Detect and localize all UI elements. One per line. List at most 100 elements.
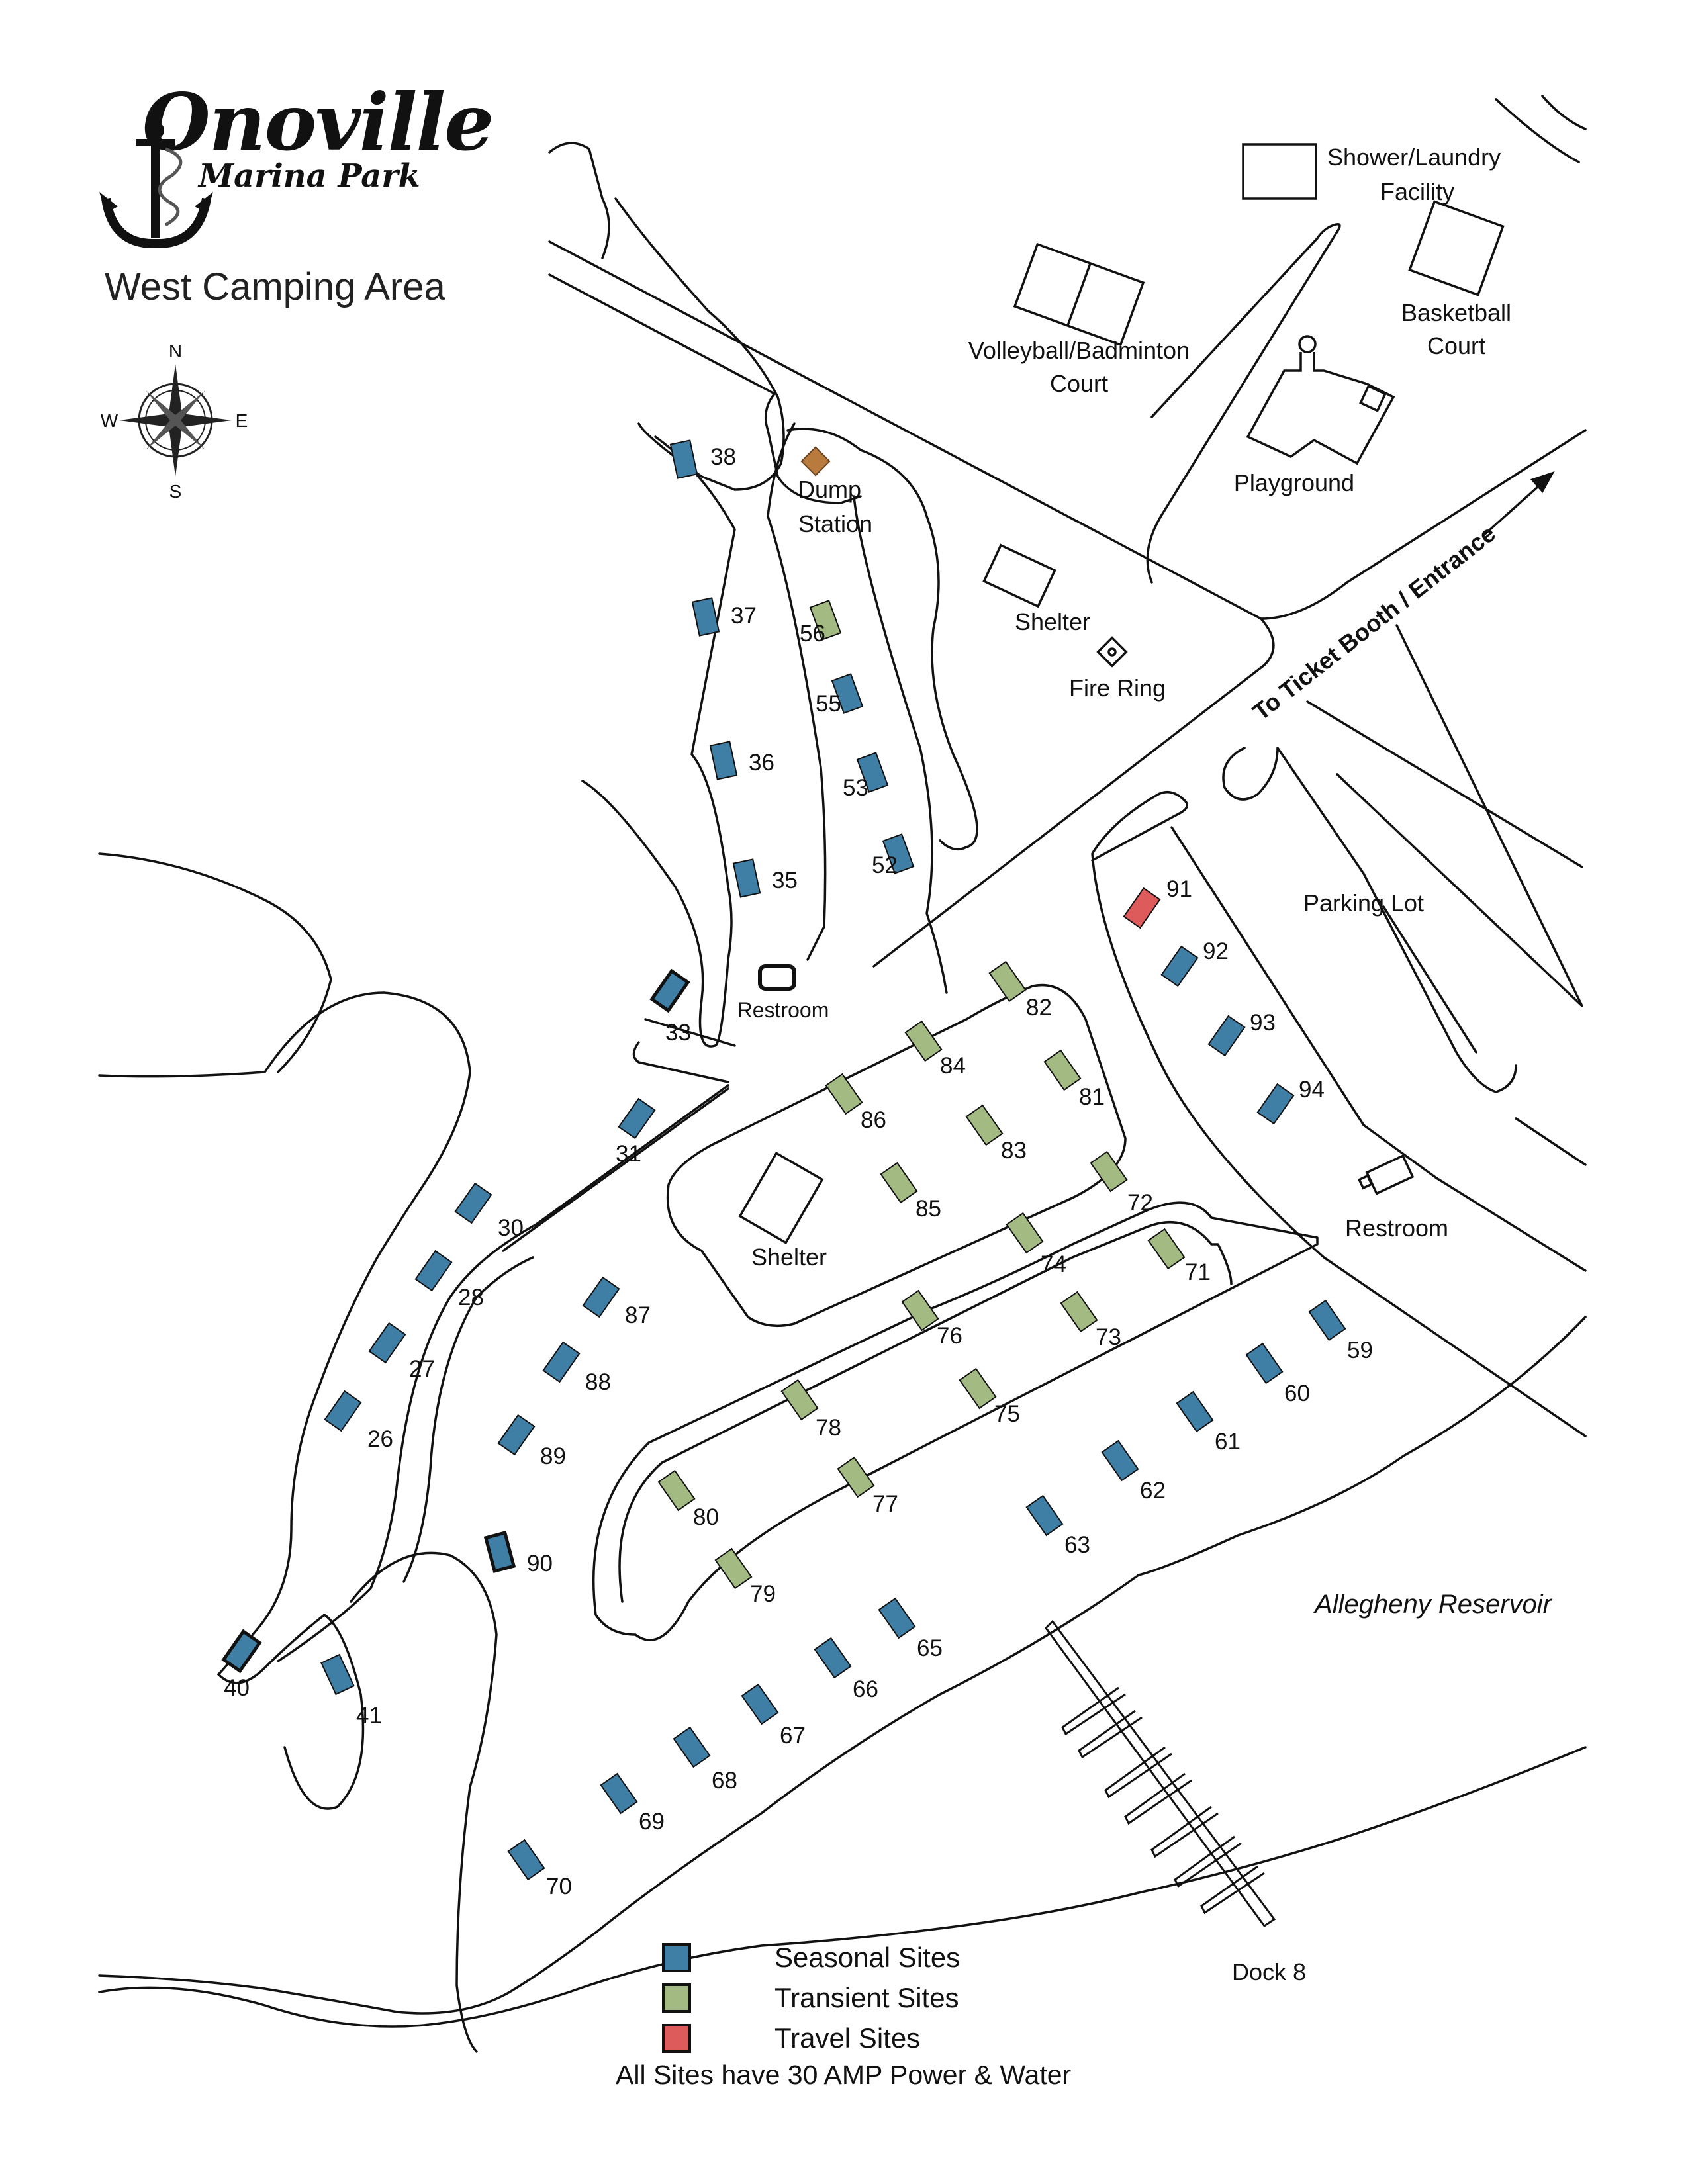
playground-label: Playground [1234,469,1354,496]
campsite-35 [732,858,761,898]
campsite-label-66: 66 [853,1676,878,1702]
legend-swatch-transient [662,1983,691,2013]
terrain-line [1541,95,1587,130]
terrain-line [614,197,785,491]
campsite-59 [1308,1299,1346,1342]
campsite-77 [837,1456,875,1498]
entrance-label: To Ticket Booth / Entrance [1248,520,1501,725]
restroom-east-icon [1358,1154,1415,1195]
shelter-north [982,543,1056,608]
fire-ring-label: Fire Ring [1069,674,1166,702]
campsite-label-82: 82 [1026,995,1052,1021]
shelter-central-label: Shelter [751,1244,827,1271]
campsite-label-90: 90 [527,1551,553,1576]
campsite-label-87: 87 [625,1302,651,1328]
campsite-label-94: 94 [1299,1077,1325,1103]
campsite-label-52: 52 [872,852,898,878]
shower-label-2: Facility [1380,178,1454,205]
campsite-53 [856,752,889,793]
campsite-79 [714,1547,753,1590]
campsite-label-70: 70 [546,1874,572,1899]
campsite-37 [691,597,720,637]
campsite-82 [988,960,1027,1003]
campsite-label-26: 26 [367,1426,393,1452]
campsite-label-89: 89 [540,1443,566,1469]
campsite-label-33: 33 [665,1020,691,1046]
entrance-road [1260,429,1587,620]
reservoir-label: Allegheny Reservoir [1313,1590,1553,1619]
campsite-label-27: 27 [409,1356,435,1382]
terrain-line [350,1551,498,2053]
campsite-70 [507,1839,545,1881]
campsite-93 [1207,1015,1246,1057]
campsite-label-63: 63 [1064,1532,1090,1558]
shoreline [98,1746,1587,2028]
campsite-label-88: 88 [585,1369,611,1395]
campsite-78 [780,1379,819,1421]
campsite-69 [600,1772,638,1815]
legend-travel: Travel Sites [662,2020,1125,2060]
campsite-40 [221,1629,262,1674]
campsite-36 [709,741,738,780]
terrain-line [98,852,332,1073]
west-road [277,1084,729,1662]
campsite-31 [618,1097,656,1140]
legend-seasonal: Seasonal Sites [662,1939,1125,1979]
campsite-92 [1160,945,1199,987]
campsite-label-62: 62 [1140,1478,1166,1504]
basketball-court [1408,200,1505,296]
facilities [738,143,1555,1928]
dump-station-icon [800,446,831,477]
campsite-91 [1123,887,1161,929]
campsite-label-59: 59 [1347,1338,1373,1363]
campsite-label-53: 53 [843,775,868,801]
campsite-label-84: 84 [940,1053,966,1079]
restroom-east-label: Restroom [1345,1214,1448,1242]
shower-label: Shower/Laundry [1327,144,1501,171]
campsite-87 [582,1276,620,1318]
campsite-83 [965,1104,1004,1146]
campsite-33 [649,968,690,1013]
campsite-label-71: 71 [1185,1259,1211,1285]
campsite-26 [324,1390,362,1432]
terrain-line [98,991,471,1676]
campsite-85 [880,1161,918,1204]
legend-label: Transient Sites [774,1982,959,2013]
campsite-label-37: 37 [731,603,757,629]
entrance-arrow-head [1530,471,1555,494]
parking-row [1515,1117,1587,1166]
main-road [548,240,1275,968]
campsite-94 [1256,1083,1295,1125]
compass-west-label: W [101,410,118,431]
campsite-52 [882,833,915,874]
campsite-28 [414,1250,453,1292]
parking-lot-label: Parking Lot [1303,889,1424,917]
terrain-line [786,428,978,851]
restroom-west-label: Restroom [737,998,829,1022]
campsite-73 [1060,1291,1098,1333]
volleyball-label: Volleyball/Badminton [968,337,1190,364]
campsite-label-56: 56 [800,621,825,647]
campsite-label-76: 76 [937,1323,962,1349]
area-title: West Camping Area [105,265,445,308]
place-labels: Shower/Laundry Facility Basketball Court… [737,144,1553,1985]
parking-lot-outline [1222,747,1517,1093]
campsite-label-81: 81 [1079,1084,1105,1110]
map-linework [98,95,1587,2053]
legend-transient: Transient Sites [662,1979,1125,2020]
legend-swatch-travel [662,2024,691,2053]
road-edge [1146,223,1341,584]
campsite-75 [959,1367,997,1410]
legend-label: Seasonal Sites [774,1942,961,1973]
campsites: 3837363533313028272640415655535282848186… [221,439,1373,1899]
dump-station-label: Dump [798,476,861,503]
shower-building [1242,143,1317,200]
campsite-label-65: 65 [917,1635,943,1661]
terrain-line [767,422,827,961]
brand-name: Onoville [142,76,494,168]
campsite-label-75: 75 [994,1401,1020,1427]
campsite-66 [814,1637,852,1679]
entrance-arrow [1481,478,1547,537]
shoreline [98,1316,1587,2015]
amenities-note: All Sites have 30 AMP Power & Water [616,2060,1072,2090]
